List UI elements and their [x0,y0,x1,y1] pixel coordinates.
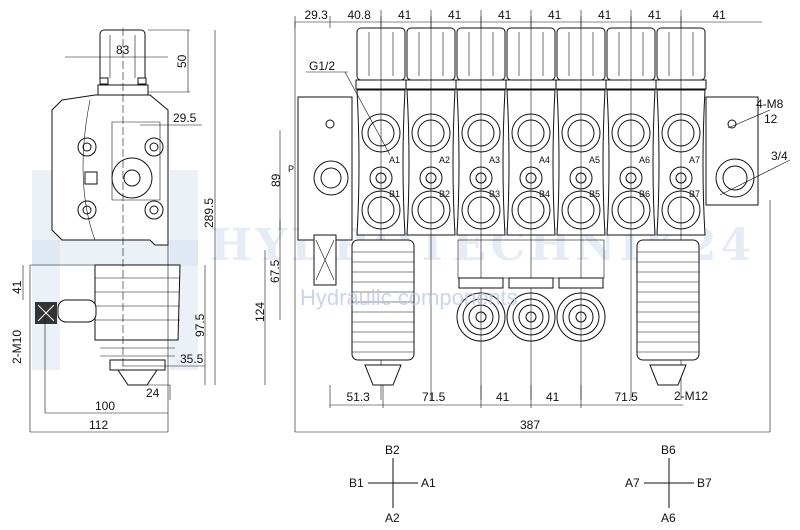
scheme-right: A1 [421,476,436,490]
scheme-down: A6 [661,511,676,525]
port-label-b: B7 [689,189,700,199]
top-dim-label: 41 [713,8,727,22]
port-label-b: B5 [589,189,600,199]
dim-50: 50 [175,54,189,68]
dim-89: 89 [269,173,283,187]
port-label-b: B2 [439,189,450,199]
top-dim-label: 41 [448,8,462,22]
top-dim-label: 41 [648,8,662,22]
dim-24: 24 [146,386,160,400]
scheme-left: B1 [349,476,364,490]
joystick-unit [456,277,506,342]
top-dim-label: 41 [598,8,612,22]
rubber-boot [351,239,415,386]
port-label-b: B1 [389,189,400,199]
dim-100: 100 [95,399,115,413]
scheme-up: B2 [385,443,400,457]
joystick-unit [506,277,556,342]
port-label-a: A5 [589,155,600,165]
port-label-a: A4 [539,155,550,165]
dim-2-m10: 2-M10 [10,330,24,364]
bottom-dim-label: 71.5 [422,390,446,404]
port-label-a: A3 [489,155,500,165]
label-4-m8: 4-M8 [756,97,784,111]
dim-35-5: 35.5 [180,352,204,366]
boot-side [35,264,181,386]
valve-body-side [51,94,169,246]
dim-29-5: 29.5 [173,111,197,125]
port-label-b: B3 [489,189,500,199]
inlet-block [297,96,353,241]
label-g1-2: G1/2 [309,59,335,73]
adapter-plate [457,239,605,279]
scheme-right: B7 [697,476,712,490]
bottom-dim-label: 41 [546,390,560,404]
side-dimension-lines [22,29,216,433]
bolt-holes [77,137,164,220]
top-dim-label: 41 [498,8,512,22]
dim-67-5: 67.5 [268,259,282,283]
port-label-b: B4 [539,189,550,199]
dim-124: 124 [253,302,267,322]
dim-41-side: 41 [10,280,24,294]
label-p: P [288,164,294,174]
port-label-a: A1 [389,155,400,165]
scheme-left: A7 [625,476,640,490]
dim-83: 83 [116,43,130,57]
side-view: 83 50 29.5 289.5 41 2-M10 97.5 35.5 24 1… [10,28,216,433]
label-3-4: 3/4 [771,149,788,163]
dim-289-5: 289.5 [202,198,216,228]
dim-112: 112 [89,418,108,432]
dim-2-m12: 2-M12 [674,389,708,403]
top-dim-label: 41 [398,8,412,22]
port-label-a: A7 [689,155,700,165]
label-12: 12 [764,112,778,126]
dim-97-5: 97.5 [193,313,207,337]
rubber-boot [636,239,700,386]
outlet-block [705,96,759,206]
scheme-up: B6 [661,443,676,457]
port-label-a: A2 [439,155,450,165]
bottom-dim-label: 51.3 [347,390,371,404]
top-dim-label: 40.8 [348,8,372,22]
scheme-down: A2 [385,511,400,525]
port-label-a: A6 [639,155,650,165]
bottom-dim-label: 41 [496,390,510,404]
bottom-dim-label: 71.5 [615,390,639,404]
port-label-b: B6 [639,189,650,199]
top-dim-label: 41 [548,8,562,22]
top-dim-label: 29.3 [305,8,329,22]
dim-387: 387 [520,418,540,432]
cap [99,29,146,86]
